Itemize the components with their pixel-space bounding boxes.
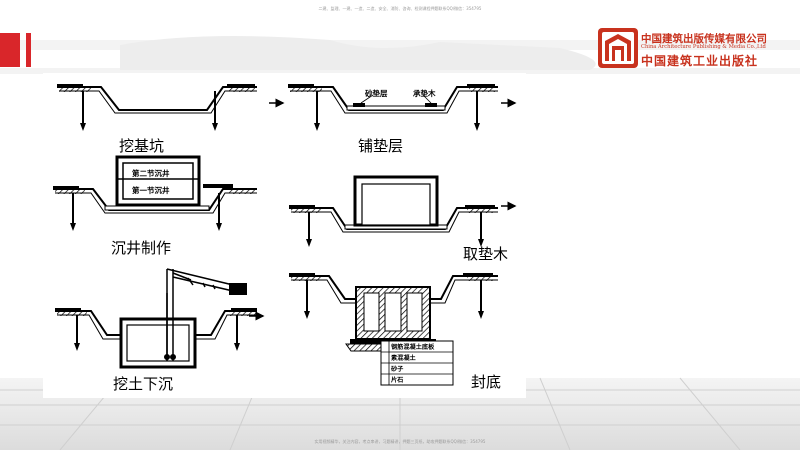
step-remove-timber: 取垫木 <box>289 175 517 263</box>
publisher-logo-icon <box>598 28 638 68</box>
seal-layer-table: 钢筋混凝土底板 素混凝土 砂子 片石 <box>380 340 454 386</box>
step-label: 挖土下沉 <box>113 375 173 393</box>
accent-bar <box>0 33 20 67</box>
step-caisson-fabrication: 第二节沉井 第一节沉井 沉井制作 <box>53 155 257 257</box>
publisher-logo: 中国建筑出版传媒有限公司 China Architecture Publishi… <box>597 27 787 71</box>
header-notice: 二建、监理、一建、一造、二造、安全、消防、咨询、检测课程押题联系QQ/微信：35… <box>318 6 482 11</box>
publisher-name-calligraphy: 中国建筑工业出版社 <box>641 54 759 68</box>
step-seal-bottom: 钢筋混凝土底板 素混凝土 砂子 片石 封底 <box>289 273 501 391</box>
step-label: 取垫木 <box>463 245 508 263</box>
step-lay-cushion: 砂垫层 承垫木 铺垫层 <box>288 84 517 155</box>
annotation-sand-cushion: 砂垫层 <box>365 88 388 98</box>
table-row: 片石 <box>391 376 403 384</box>
step-label: 沉井制作 <box>111 239 171 257</box>
step-label: 挖基坑 <box>119 137 164 155</box>
annotation-second-section: 第二节沉井 <box>132 168 170 178</box>
publisher-name-cn: 中国建筑出版传媒有限公司 <box>641 33 767 45</box>
accent-bar-thin <box>26 33 31 67</box>
step-excavate-sink: 挖土下沉 <box>55 268 265 393</box>
step-label: 封底 <box>471 373 501 391</box>
footer-notice: 实用视频精华，关注内容，考点串讲，习题精讲，押题三页纸，助攻押题联系QQ/微信：… <box>314 439 486 444</box>
table-row: 钢筋混凝土底板 <box>391 343 435 351</box>
annotation-bearing-timber: 承垫木 <box>413 88 436 98</box>
annotation-first-section: 第一节沉井 <box>132 185 170 195</box>
crane-cab <box>229 283 247 295</box>
publisher-name-en: China Architecture Publishing & Media Co… <box>641 44 766 50</box>
table-row: 砂子 <box>390 365 404 373</box>
step-dig-pit: 挖基坑 <box>57 84 285 155</box>
table-row: 素混凝土 <box>391 354 417 362</box>
step-label: 铺垫层 <box>358 137 403 155</box>
caisson-process-diagram: 挖基坑 砂垫层 承垫木 铺垫层 <box>53 84 517 393</box>
